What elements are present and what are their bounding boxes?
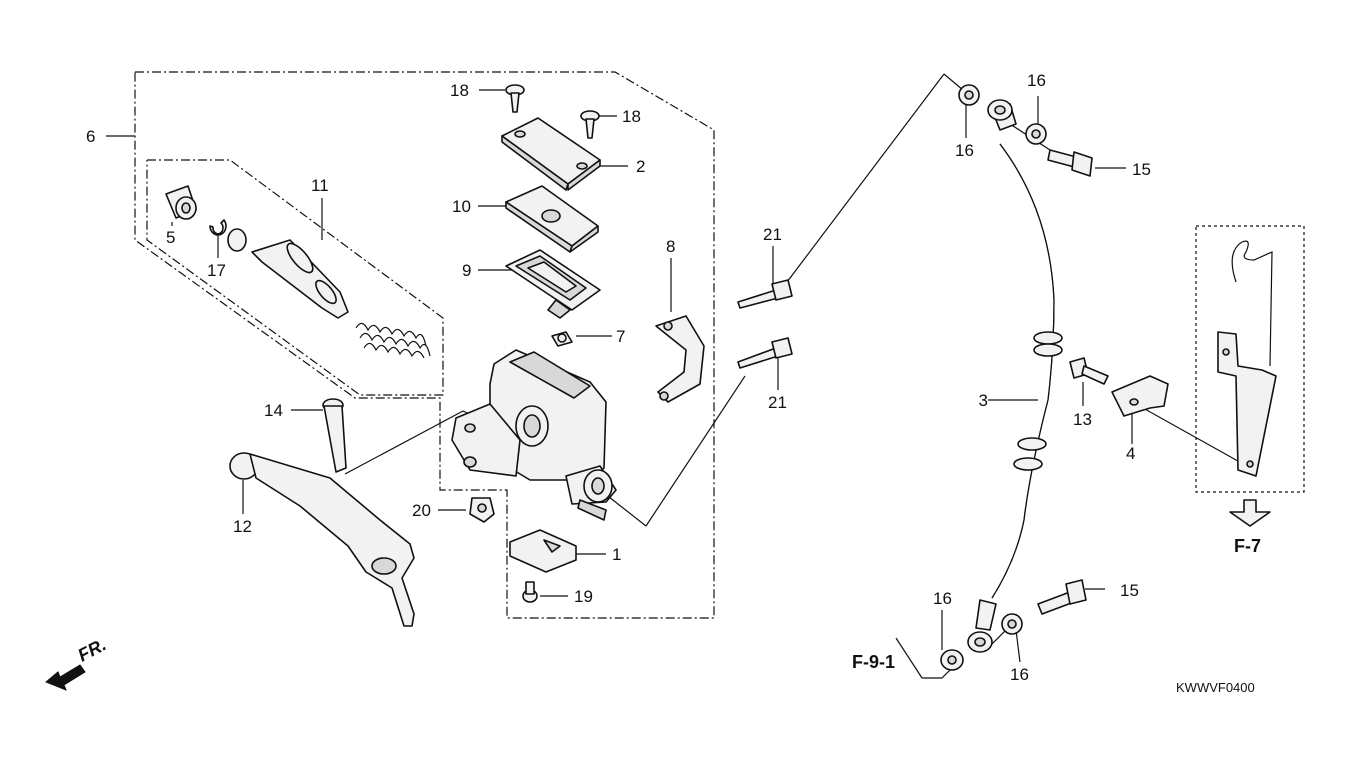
reference-label-f9-1: F-9-1 bbox=[852, 652, 895, 672]
part-label-18b: 18 bbox=[622, 107, 641, 126]
part-label-16d: 16 bbox=[1010, 665, 1029, 684]
pin-part bbox=[551, 331, 573, 347]
group-outline-hose-clamp bbox=[1195, 225, 1305, 493]
clamp-bolt-part bbox=[1069, 357, 1109, 385]
circlip-part bbox=[209, 219, 227, 236]
part-label-16b: 16 bbox=[955, 141, 974, 160]
front-indicator-label: FR. bbox=[74, 634, 109, 665]
part-labels: 1 2 3 4 5 6 7 8 9 10 11 12 13 14 15 15 1… bbox=[86, 71, 1151, 684]
brake-hose-part bbox=[967, 99, 1063, 653]
nut-part bbox=[469, 497, 495, 523]
part-label-4: 4 bbox=[1126, 444, 1135, 463]
part-label-17: 17 bbox=[207, 261, 226, 280]
part-label-9: 9 bbox=[462, 261, 471, 280]
screw-part bbox=[522, 581, 538, 603]
piston-part bbox=[251, 239, 349, 319]
part-label-7: 7 bbox=[616, 327, 625, 346]
part-label-3: 3 bbox=[979, 391, 988, 410]
holder-part bbox=[655, 315, 705, 403]
part-label-5: 5 bbox=[166, 228, 175, 247]
sealing-washer-part bbox=[1025, 123, 1047, 145]
part-label-11: 11 bbox=[311, 176, 329, 195]
sealing-washer-part bbox=[1001, 613, 1023, 635]
part-label-12: 12 bbox=[233, 517, 252, 536]
part-label-18a: 18 bbox=[450, 81, 469, 100]
part-label-19: 19 bbox=[574, 587, 593, 606]
part-label-10: 10 bbox=[452, 197, 471, 216]
diagram-code: KWWVF0400 bbox=[1176, 680, 1255, 695]
part-label-14: 14 bbox=[264, 401, 283, 420]
reference-arrow-down-icon bbox=[1229, 499, 1271, 527]
oil-bolt-part bbox=[1037, 579, 1087, 615]
diaphragm-part bbox=[505, 249, 601, 319]
bolt-part bbox=[737, 279, 793, 309]
group-outline-piston-set bbox=[146, 159, 444, 396]
bolt-part bbox=[737, 337, 793, 369]
part-label-2: 2 bbox=[636, 157, 645, 176]
part-label-1: 1 bbox=[612, 545, 621, 564]
part-label-15a: 15 bbox=[1132, 160, 1151, 179]
sealing-washer-part bbox=[958, 84, 980, 106]
part-label-8: 8 bbox=[666, 237, 675, 256]
screw-part bbox=[580, 110, 600, 139]
sealing-washer-part bbox=[940, 649, 964, 671]
part-label-21a: 21 bbox=[763, 225, 782, 244]
brake-lever-part bbox=[229, 452, 415, 627]
part-label-15b: 15 bbox=[1120, 581, 1139, 600]
part-label-21b: 21 bbox=[768, 393, 787, 412]
group-outline-master-cylinder bbox=[134, 71, 715, 619]
part-label-16a: 16 bbox=[1027, 71, 1046, 90]
reference-label-f7: F-7 bbox=[1234, 536, 1261, 556]
hose-clamp-part bbox=[1111, 375, 1169, 417]
part-label-13: 13 bbox=[1073, 410, 1092, 429]
pivot-bolt-part bbox=[322, 398, 347, 473]
part-label-16c: 16 bbox=[933, 589, 952, 608]
washer-part bbox=[227, 228, 247, 252]
front-direction-arrow-icon bbox=[45, 664, 86, 691]
stop-switch-part bbox=[509, 529, 577, 573]
screw-part bbox=[505, 84, 525, 113]
oil-bolt-part bbox=[1047, 149, 1093, 177]
bracket-part bbox=[1217, 240, 1277, 477]
part-label-6: 6 bbox=[86, 127, 95, 146]
part-label-20: 20 bbox=[412, 501, 431, 520]
diaphragm-plate-part bbox=[505, 185, 599, 253]
boot-part bbox=[165, 185, 197, 220]
reservoir-cap-part bbox=[501, 117, 601, 191]
spring-part bbox=[355, 322, 431, 359]
master-cylinder-body-part bbox=[451, 349, 617, 521]
